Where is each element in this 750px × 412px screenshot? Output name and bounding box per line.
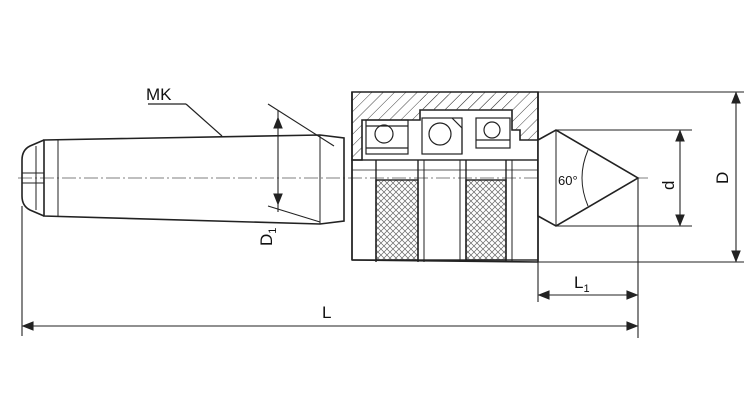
angle-label: 60° — [558, 173, 578, 188]
big-d-dimension — [538, 91, 744, 263]
mk-leader-diagonal — [185, 103, 223, 137]
d-label: d — [659, 181, 678, 190]
mk-label: MK — [146, 85, 172, 104]
big-d-label: D — [713, 172, 732, 184]
d1-label: D1 — [257, 228, 279, 246]
d-dimension — [556, 129, 692, 227]
l-label: L — [322, 303, 331, 322]
l-dimension — [21, 206, 639, 336]
bearing-3 — [475, 117, 511, 149]
center-point — [537, 129, 640, 227]
taper-shank — [21, 134, 345, 225]
l1-dimension — [537, 178, 639, 338]
d1-dimension — [267, 103, 335, 223]
bearing-2 — [421, 117, 463, 155]
angle-arc — [581, 149, 589, 207]
bearing-1 — [365, 119, 409, 155]
l1-label: L1 — [574, 273, 590, 295]
knurled-body — [351, 159, 539, 262]
